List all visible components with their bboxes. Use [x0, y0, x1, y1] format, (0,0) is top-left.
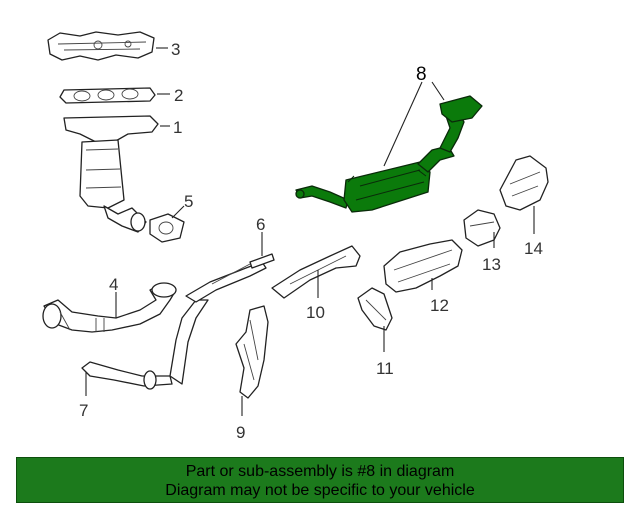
callout-7: 7: [79, 401, 88, 420]
part-9-heat-shield[interactable]: [235, 305, 269, 399]
banner-line-disclaimer: Diagram may not be specific to your vehi…: [165, 482, 475, 499]
part-3-heat-shield[interactable]: [47, 31, 155, 61]
part-7-intermediate-pipe[interactable]: [81, 261, 267, 390]
callout-2: 2: [174, 86, 183, 105]
part-14-heat-shield[interactable]: [499, 155, 549, 211]
callout-5: 5: [184, 192, 193, 211]
part-13-bracket[interactable]: [463, 209, 501, 247]
part-10-heat-shield[interactable]: [271, 245, 361, 299]
callout-1: 1: [173, 118, 182, 137]
part-5-gasket[interactable]: [149, 213, 185, 243]
callout-14: 14: [524, 239, 543, 258]
part-12-heat-shield[interactable]: [383, 239, 463, 293]
callout-12: 12: [430, 296, 449, 315]
callout-3: 3: [171, 40, 180, 59]
callout-8: 8: [416, 64, 427, 85]
callout-13: 13: [482, 255, 501, 274]
part-11-bracket[interactable]: [357, 287, 393, 331]
callout-9: 9: [236, 423, 245, 442]
vehicle-notice-banner: Part or sub-assembly is #8 in diagram Di…: [16, 457, 624, 503]
callout-4: 4: [109, 275, 118, 294]
part-1-exhaust-manifold[interactable]: [63, 115, 159, 233]
banner-line-part-number: Part or sub-assembly is #8 in diagram: [185, 463, 455, 480]
part-4-front-pipe[interactable]: [42, 282, 177, 333]
callout-11: 11: [376, 359, 394, 378]
part-2-manifold-gasket[interactable]: [59, 87, 156, 104]
exhaust-parts-diagram: 3 2 1 5 4 7: [42, 31, 549, 442]
part-8-muffler-assembly[interactable]: [295, 95, 483, 213]
callout-10: 10: [306, 303, 325, 322]
callout-6: 6: [256, 215, 265, 234]
part-6-hanger-rod[interactable]: [211, 253, 275, 285]
